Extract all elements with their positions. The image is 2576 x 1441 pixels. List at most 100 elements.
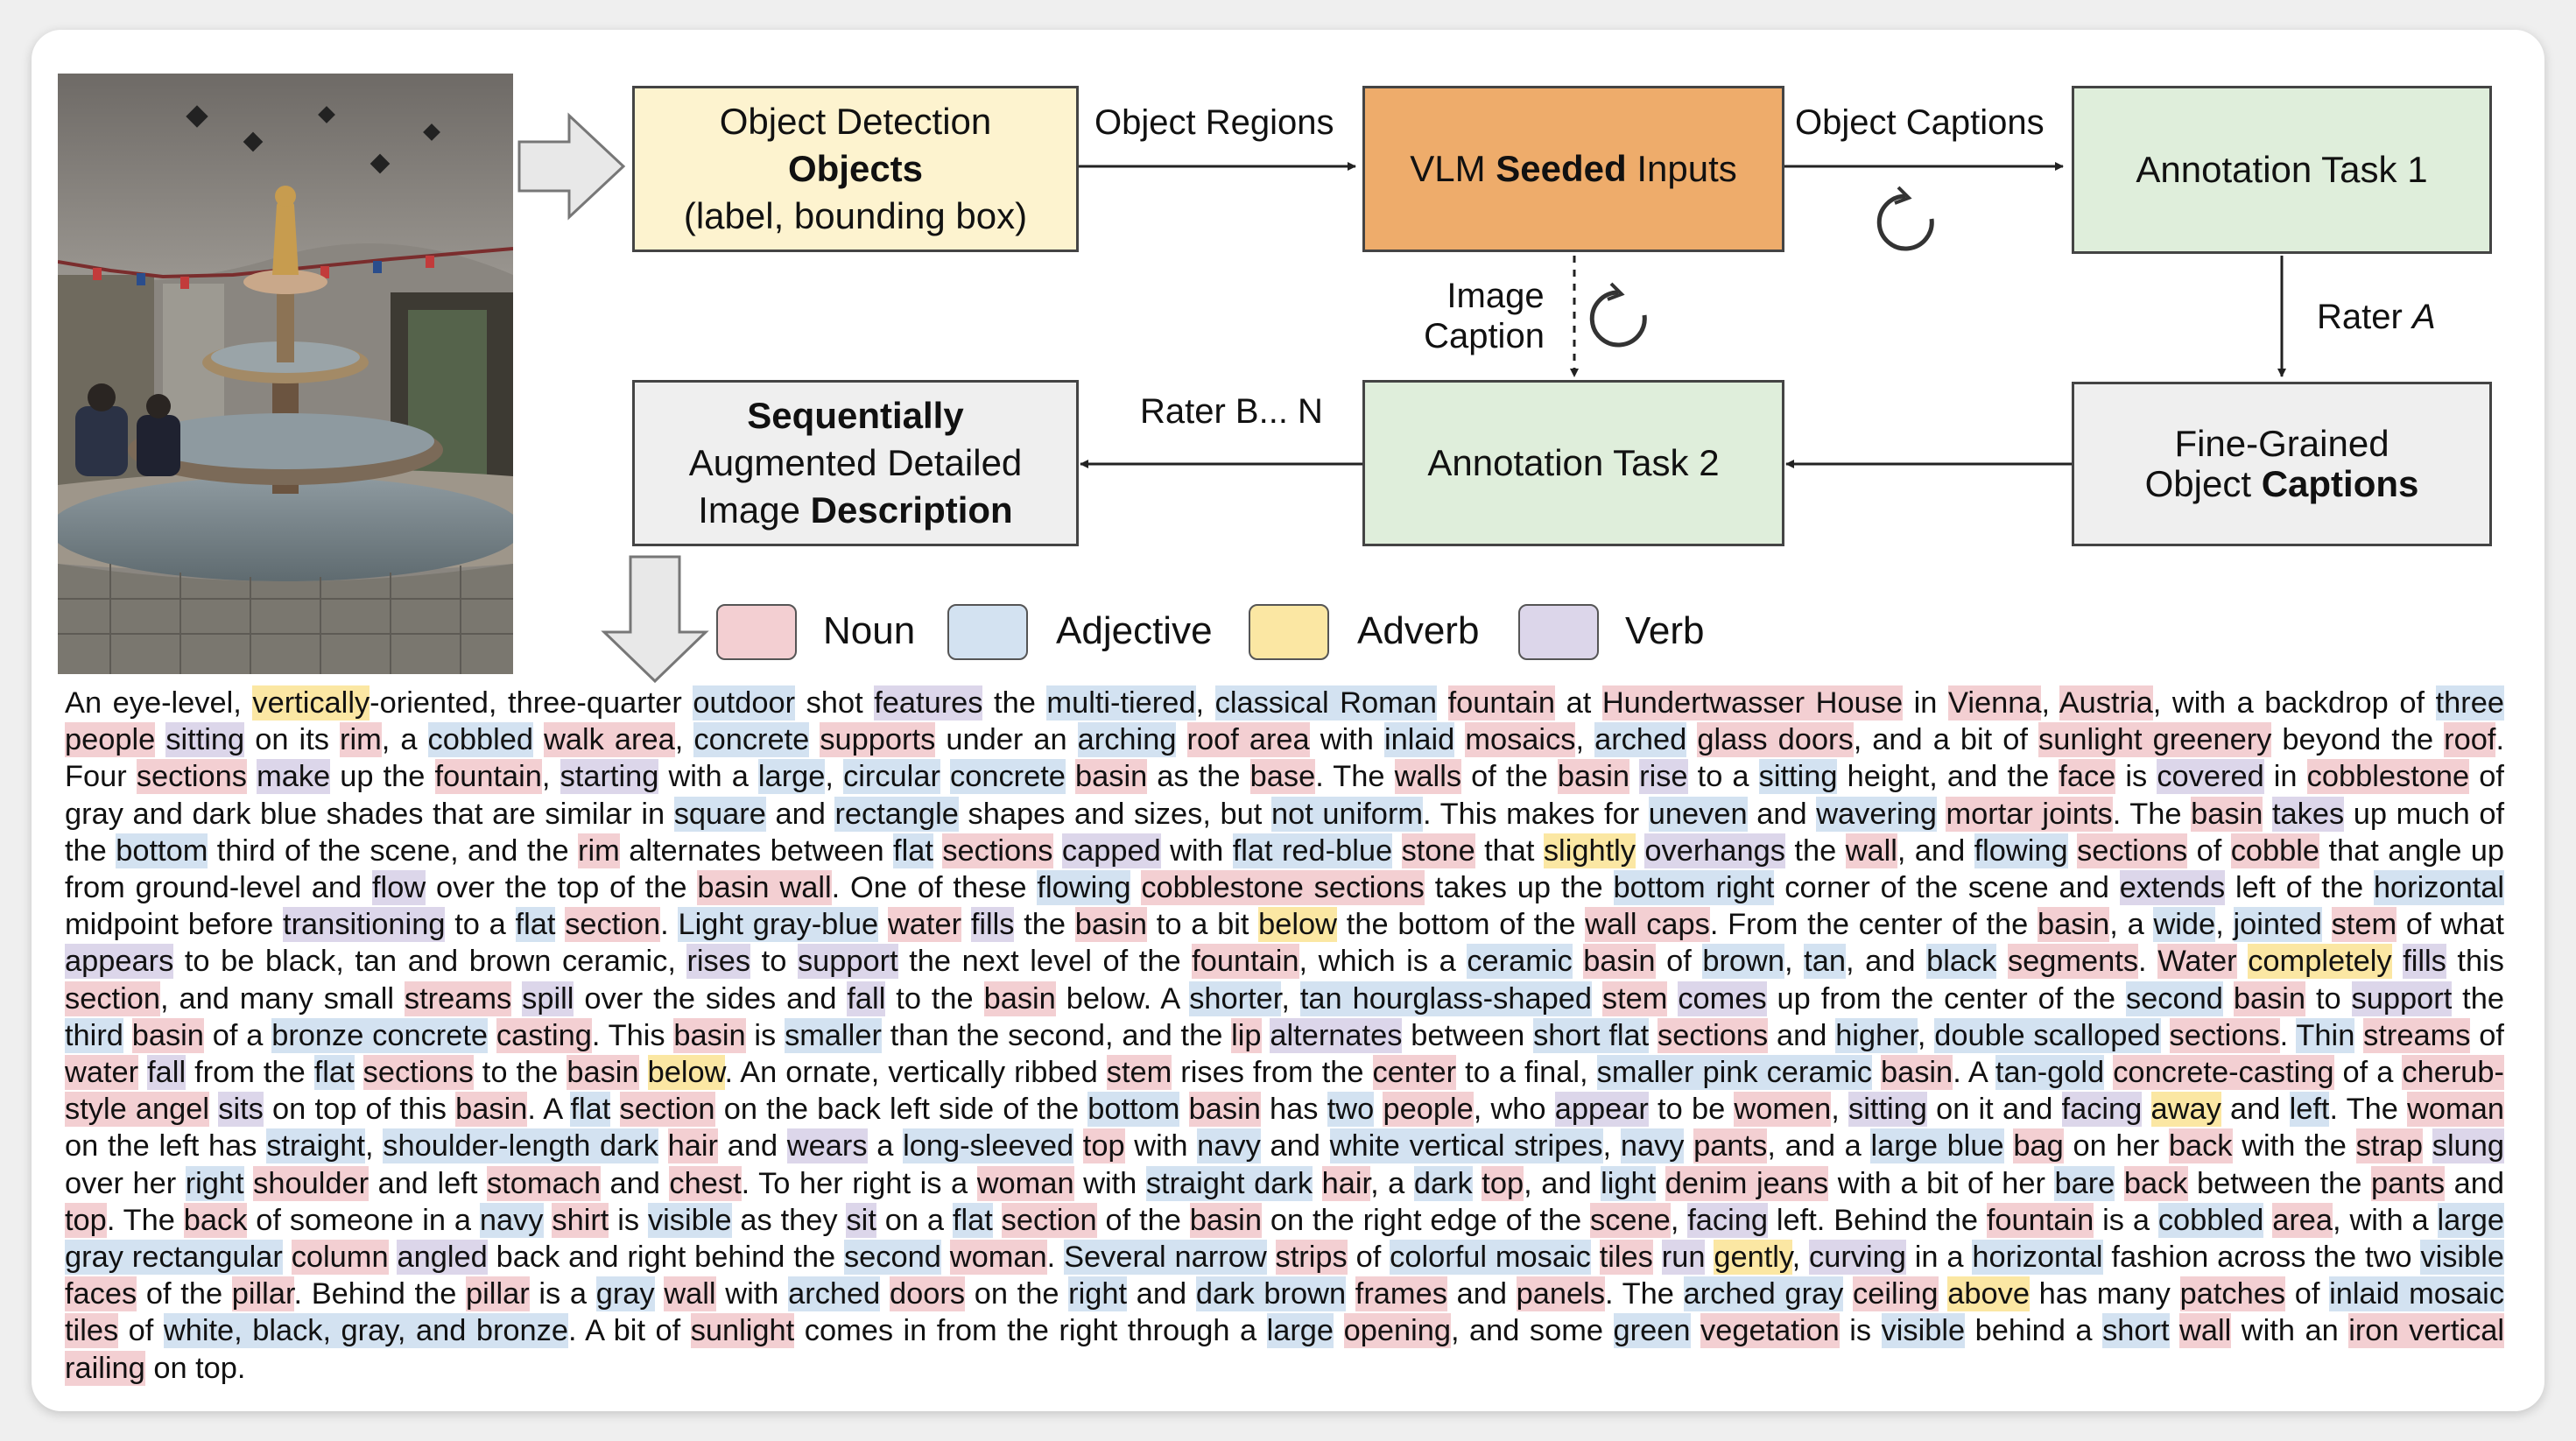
noun-token: shoulder	[253, 1165, 370, 1201]
adjective-token: arched	[1594, 722, 1687, 758]
plain-text	[209, 1092, 218, 1127]
plain-text: of	[2187, 833, 2231, 868]
noun-token: woman	[949, 1240, 1047, 1276]
plain-text: and left	[369, 1166, 487, 1200]
plain-text	[1592, 981, 1602, 1016]
plain-text: ,	[1575, 723, 1595, 757]
plain-text: than the second, and the	[881, 1018, 1232, 1052]
noun-token: section	[1001, 1202, 1097, 1238]
noun-token: back	[2168, 1128, 2233, 1164]
plain-text: , and many small	[159, 981, 405, 1016]
adjective-token: bottom right	[1613, 870, 1775, 906]
verb-token: takes	[2271, 796, 2345, 832]
adjective-token: two	[1327, 1092, 1375, 1128]
noun-token: center	[1372, 1055, 1457, 1091]
plain-text	[123, 1018, 132, 1053]
plain-text: ,	[1195, 686, 1215, 720]
plain-text	[1939, 1276, 1948, 1311]
plain-text: . The	[2329, 1093, 2408, 1127]
plain-text	[809, 722, 820, 757]
noun-token: basin	[1074, 907, 1148, 943]
plain-text: with the	[2232, 1129, 2356, 1163]
adverb-token: below	[647, 1055, 725, 1091]
noun-token: women	[1734, 1092, 1832, 1128]
object-detection-objects: Objects	[787, 148, 924, 189]
noun-token: strap	[2355, 1128, 2424, 1164]
plain-text: in	[2263, 760, 2307, 794]
plain-text: . From the center of the	[1709, 908, 2038, 942]
plain-text: ,	[541, 760, 560, 794]
noun-token: segments	[2007, 944, 2139, 980]
plain-text: the	[982, 686, 1047, 720]
adjective-token: green	[1613, 1313, 1691, 1349]
plain-text: and	[1260, 1129, 1330, 1163]
plain-text: . A bit of	[567, 1314, 691, 1348]
plain-text: of a	[2333, 1056, 2403, 1090]
plain-text	[1686, 722, 1697, 757]
plain-text: on her	[2063, 1129, 2169, 1163]
plain-text: , and a	[1767, 1129, 1871, 1163]
plain-text: behind a	[1965, 1314, 2103, 1348]
refresh-icon	[1589, 282, 1647, 348]
plain-text: . A	[527, 1093, 571, 1127]
plain-text: of a	[203, 1018, 272, 1052]
legend-adjective-label: Adjective	[1056, 609, 1213, 652]
plain-text	[1653, 1240, 1662, 1275]
adjective-token: arched gray	[1683, 1276, 1844, 1312]
adjective-token: bottom	[116, 833, 208, 868]
verb-token: capped	[1061, 833, 1161, 868]
plain-text: ,	[825, 760, 844, 794]
noun-token: people	[65, 722, 156, 758]
label-object-regions: Object Regions	[1094, 103, 1334, 142]
adjective-token: white, black, gray, and bronze	[163, 1313, 568, 1349]
plain-text: in a	[1905, 1241, 1973, 1275]
plain-text: . The	[1315, 760, 1395, 794]
annotation-task-1-box: Annotation Task 1	[2072, 86, 2492, 254]
adjective-token: square	[673, 796, 766, 832]
adjective-token: smaller	[785, 1017, 882, 1053]
plain-text: with	[1309, 723, 1384, 757]
plain-text	[2392, 944, 2404, 979]
plain-text: back and right behind the	[487, 1241, 844, 1275]
plain-text	[1667, 981, 1678, 1016]
verb-token: extends	[2119, 870, 2226, 906]
noun-token: top	[65, 1202, 107, 1238]
plain-text: , and some	[1450, 1314, 1614, 1348]
plain-text	[1843, 1276, 1853, 1311]
plain-text: . The	[106, 1203, 184, 1237]
noun-token: wall	[664, 1276, 716, 1312]
noun-token: top	[1482, 1165, 1524, 1201]
legend-adverb-label: Adverb	[1357, 609, 1480, 652]
noun-token: sections	[2169, 1017, 2280, 1053]
noun-token: hair	[667, 1128, 718, 1164]
plain-text	[2142, 1092, 2150, 1127]
plain-text: . This makes for	[1423, 797, 1649, 831]
adjective-token: arched	[788, 1276, 881, 1312]
verb-token: fall	[847, 981, 886, 1016]
plain-text: third of the scene, and the	[208, 833, 579, 868]
plain-text: takes up the	[1424, 871, 1614, 905]
plain-text: .	[660, 908, 679, 942]
plain-text: alternates between	[619, 833, 894, 868]
noun-token: roof area	[1186, 722, 1310, 758]
noun-token: stem	[1106, 1055, 1172, 1091]
plain-text	[244, 1166, 254, 1201]
adjective-token: three	[2435, 685, 2504, 720]
plain-text: of the	[137, 1277, 232, 1311]
plain-text: to	[750, 945, 798, 979]
plain-text: on the	[965, 1277, 1069, 1311]
noun-token: patches	[2179, 1276, 2286, 1312]
noun-token: basin	[1557, 759, 1630, 795]
noun-token: basin wall	[697, 870, 832, 906]
legend-adverb-swatch	[1249, 604, 1329, 660]
verb-token: fall	[147, 1055, 187, 1091]
input-arrow-right	[517, 112, 626, 221]
adjective-token: flowing	[1037, 870, 1131, 906]
plain-text: , and a bit of	[1853, 723, 2039, 757]
plain-text: with a	[658, 760, 758, 794]
plain-text	[655, 1276, 665, 1311]
plain-text: of	[118, 1314, 164, 1348]
plain-text	[355, 1055, 363, 1090]
plain-text: to the	[885, 981, 984, 1016]
